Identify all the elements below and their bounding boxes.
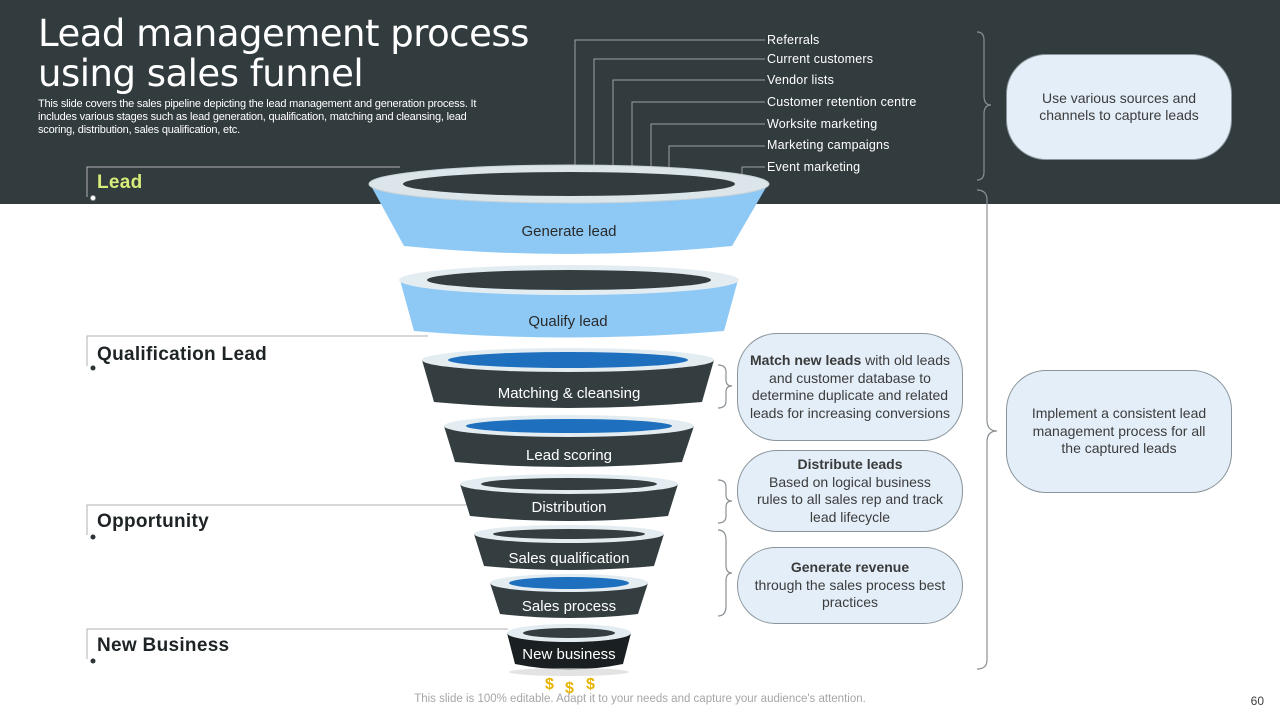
dollar-icon: $ — [586, 676, 595, 693]
funnel-label-generate: Generate lead — [521, 223, 617, 240]
callout-consistent-process: Implement a consistent lead management p… — [1006, 370, 1232, 493]
source-marketing-campaigns: Marketing campaigns — [767, 138, 890, 152]
callout-revenue-title: Generate revenue — [790, 559, 910, 576]
source-arrows — [574, 39, 765, 184]
funnel-label-new-business: New business — [522, 646, 616, 663]
slide-subtitle: This slide covers the sales pipeline dep… — [38, 98, 477, 136]
match-brace — [717, 364, 733, 409]
braces — [717, 31, 998, 670]
funnel-tier-generate — [368, 164, 770, 254]
source-event-marketing: Event marketing — [767, 160, 861, 174]
funnel-tier-scoring — [444, 415, 694, 467]
funnel-tier-new-business — [507, 624, 631, 676]
dollar-icon: $ — [545, 676, 554, 693]
funnel-tier-qualify — [399, 265, 739, 338]
funnel-label-sales-process: Sales process — [521, 598, 617, 615]
funnel-tier-sales-process — [490, 574, 648, 618]
funnel-label-sales-qualification: Sales qualification — [508, 550, 630, 567]
source-worksite-marketing: Worksite marketing — [767, 117, 878, 131]
source-customer-retention: Customer retention centre — [767, 95, 917, 109]
funnel-tier-matching — [422, 348, 714, 408]
lead-stage-dot — [90, 195, 96, 201]
callout-sources: Use various sources and channels to capt… — [1006, 54, 1232, 160]
callout-match-leads: Match new leads with old leads and custo… — [737, 333, 963, 441]
new-business-stage-dot — [90, 658, 96, 664]
lead-stage-line — [86, 166, 400, 197]
stage-label-new-business: New Business — [97, 635, 230, 656]
stage-lines — [86, 166, 508, 659]
funnel-tier-distribution — [460, 474, 678, 521]
footer-note: This slide is 100% editable. Adapt it to… — [414, 693, 866, 705]
distribute-brace — [717, 479, 733, 524]
page-number: 60 — [1250, 694, 1264, 708]
qualification-stage-line — [86, 335, 428, 366]
callout-match-title: Match new leads — [750, 352, 862, 368]
funnel-label-scoring: Lead scoring — [526, 447, 612, 464]
callout-revenue-body: through the sales process best practices — [754, 576, 946, 611]
callout-distribute-body: Based on logical business rules to all s… — [757, 473, 943, 525]
funnel-tier-sales-qualification — [474, 525, 664, 570]
callout-match-body: with old leads and customer database to … — [750, 352, 950, 421]
source-referrals: Referrals — [767, 33, 820, 47]
dollar-icon: $ — [565, 680, 574, 697]
callout-distribute-title: Distribute leads — [797, 456, 903, 472]
stage-label-qualification: Qualification Lead — [97, 344, 268, 365]
slide-title: Lead management process using sales funn… — [38, 12, 529, 95]
source-vendor-lists: Vendor lists — [767, 73, 835, 87]
stage-label-lead: Lead — [97, 172, 143, 193]
funnel-label-qualify: Qualify lead — [528, 313, 608, 330]
funnel-label-distribution: Distribution — [531, 499, 607, 516]
sources-brace — [976, 31, 992, 181]
revenue-brace — [717, 529, 733, 617]
source-current-customers: Current customers — [767, 52, 874, 66]
new-business-stage-line — [86, 628, 508, 659]
funnel-label-matching: Matching & cleansing — [497, 385, 641, 402]
opportunity-stage-line — [86, 504, 468, 535]
opportunity-stage-dot — [90, 534, 96, 540]
qualification-stage-dot — [90, 365, 96, 371]
process-brace — [976, 189, 998, 670]
stage-label-opportunity: Opportunity — [97, 511, 210, 532]
